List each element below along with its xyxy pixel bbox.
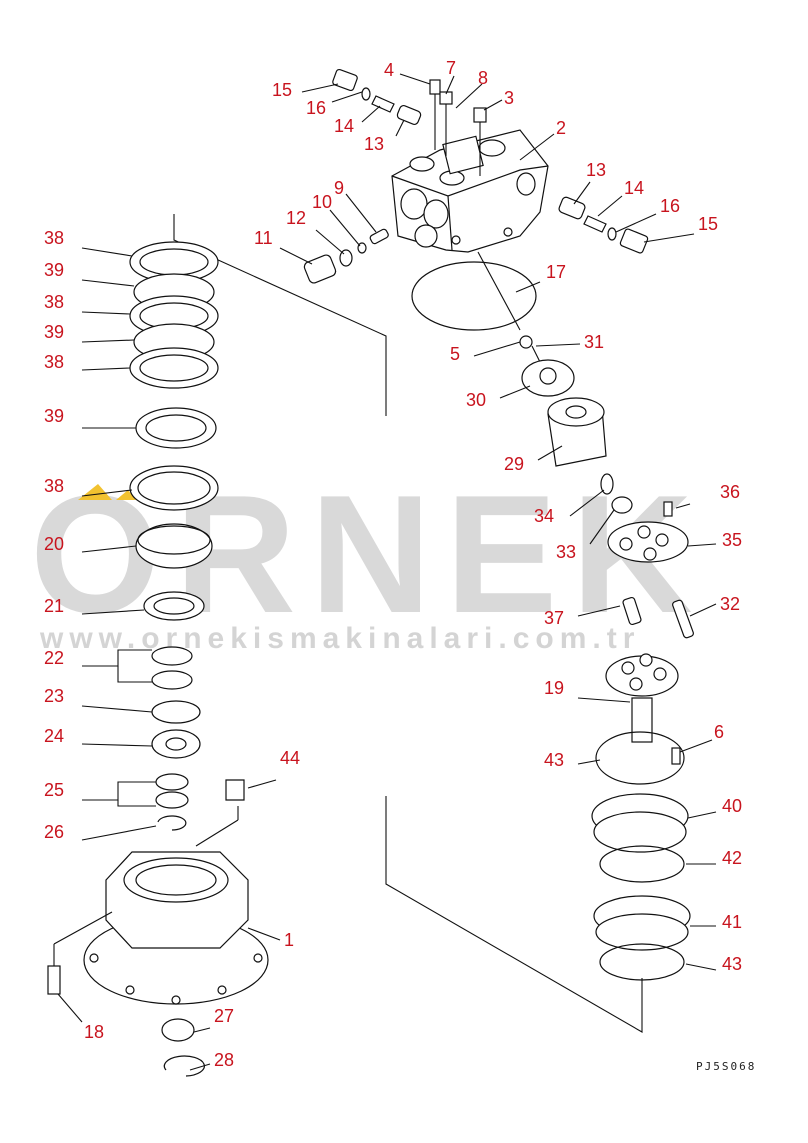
callout-26: 26 xyxy=(44,822,64,842)
assembly-guide-lines xyxy=(173,214,643,1033)
callout-38-4: 38 xyxy=(44,476,64,496)
callout-14: 14 xyxy=(334,116,354,136)
callout-24: 24 xyxy=(44,726,64,746)
callout-14-right: 14 xyxy=(624,178,644,198)
housing xyxy=(47,851,269,1077)
callout-35: 35 xyxy=(722,530,742,550)
callout-20: 20 xyxy=(44,534,64,554)
o-ring-17 xyxy=(411,261,537,331)
callout-3: 3 xyxy=(504,88,514,108)
callout-31: 31 xyxy=(584,332,604,352)
fittings-top-left xyxy=(332,68,487,176)
callout-12: 12 xyxy=(286,208,306,228)
callout-38-2: 38 xyxy=(44,292,64,312)
callout-9: 9 xyxy=(334,178,344,198)
callout-39-1: 39 xyxy=(44,260,64,280)
callout-40: 40 xyxy=(722,796,742,816)
callout-1: 1 xyxy=(284,930,294,950)
callout-30: 30 xyxy=(466,390,486,410)
valve-block xyxy=(391,129,549,253)
callout-22: 22 xyxy=(44,648,64,668)
callout-29: 29 xyxy=(504,454,524,474)
callout-19: 19 xyxy=(544,678,564,698)
callout-17: 17 xyxy=(546,262,566,282)
callout-21: 21 xyxy=(44,596,64,616)
callout-15-right: 15 xyxy=(698,214,718,234)
callout-7: 7 xyxy=(446,58,456,78)
callout-38-3: 38 xyxy=(44,352,64,372)
callout-23: 23 xyxy=(44,686,64,706)
callout-34: 34 xyxy=(534,506,554,526)
callout-28: 28 xyxy=(214,1050,234,1070)
callout-11: 11 xyxy=(254,228,273,248)
callout-42: 42 xyxy=(722,848,742,868)
callout-39-3: 39 xyxy=(44,406,64,426)
callout-2: 2 xyxy=(556,118,566,138)
callout-43-2: 43 xyxy=(722,954,742,974)
callout-4: 4 xyxy=(384,60,394,80)
callout-39-2: 39 xyxy=(44,322,64,342)
callout-27: 27 xyxy=(214,1006,234,1026)
callout-6: 6 xyxy=(714,722,724,742)
callout-13-right: 13 xyxy=(586,160,606,180)
callout-41: 41 xyxy=(722,912,742,932)
callout-5: 5 xyxy=(450,344,460,364)
callout-15: 15 xyxy=(272,80,292,100)
callout-18: 18 xyxy=(84,1022,104,1042)
callout-16-right: 16 xyxy=(660,196,680,216)
callout-13: 13 xyxy=(364,134,384,154)
right-stack xyxy=(519,335,694,981)
callout-33: 33 xyxy=(556,542,576,562)
fittings-left xyxy=(303,228,389,284)
callout-10: 10 xyxy=(312,192,332,212)
callout-43-1: 43 xyxy=(544,750,564,770)
callout-32: 32 xyxy=(720,594,740,614)
callout-38-1: 38 xyxy=(44,228,64,248)
callout-labels: 15 16 14 13 4 7 8 3 2 13 14 16 15 9 10 1… xyxy=(44,58,742,1070)
callout-25: 25 xyxy=(44,780,64,800)
callout-8: 8 xyxy=(478,68,488,88)
callout-16: 16 xyxy=(306,98,326,118)
callout-37: 37 xyxy=(544,608,564,628)
callout-44: 44 xyxy=(280,748,300,768)
drawing-code: PJ5S068 xyxy=(696,1060,756,1073)
fittings-right xyxy=(558,196,649,254)
leader-lines xyxy=(57,73,717,1071)
callout-36: 36 xyxy=(720,482,740,502)
